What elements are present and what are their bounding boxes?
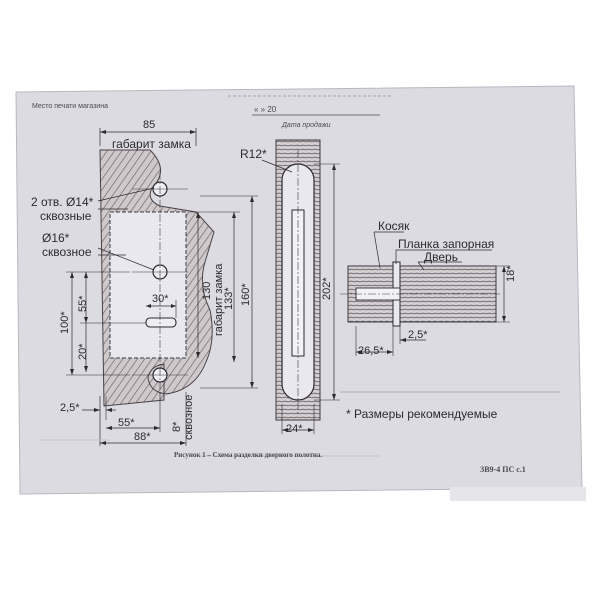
kosyak-label: Косяк <box>378 219 410 233</box>
dim-88: 88* <box>134 431 151 443</box>
lock-pocket <box>109 211 187 359</box>
page-strip <box>450 487 586 501</box>
handle-slot <box>145 317 177 328</box>
dim-18: 18* <box>505 265 517 282</box>
hole-2x14-label: 2 отв. Ø14* <box>31 195 94 209</box>
dim-55-vertical: 55* <box>77 295 89 312</box>
dim-24: 24* <box>286 423 303 435</box>
dim-160: 160* <box>240 283 252 306</box>
dver-label: Дверь <box>424 250 458 264</box>
sale-date-label: Дата продажи <box>282 122 331 129</box>
doc-code: ЗВ9-4 ПС с.1 <box>480 465 526 474</box>
skvoznoe-label: сквозное <box>42 245 92 259</box>
date-row: « » 20 <box>254 105 277 114</box>
dim-26-5: 26,5* <box>358 345 384 357</box>
dim-8: 8* <box>171 421 183 432</box>
hole-16-label: Ø16* <box>42 231 70 245</box>
dim-2-5-left: 2,5* <box>60 402 80 414</box>
figure-caption: Рисунок 1 – Схема разделки дверного поло… <box>174 451 323 459</box>
dim-85: 85 <box>143 119 156 131</box>
gabarit-zamka-label: габарит замка <box>112 137 191 151</box>
dim-130: 130 <box>201 281 213 300</box>
radius-r12: R12* <box>240 147 267 161</box>
skvoznye-label: сквозные <box>40 209 92 223</box>
dim-2-5-right: 2,5* <box>408 329 428 341</box>
planka-label: Планка запорная <box>398 237 495 251</box>
skvoznoe-vertical: сквозное <box>183 394 195 440</box>
dim-202: 202* <box>321 277 333 300</box>
dim-30: 30* <box>152 293 169 305</box>
dim-20: 20* <box>77 343 89 360</box>
dim-55-horizontal: 55* <box>118 417 135 429</box>
recommended-note: * Размеры рекомендуемые <box>346 407 498 421</box>
dim-100: 100* <box>59 311 71 334</box>
stamp-place-label: Место печати магазина <box>32 103 108 110</box>
dim-133: 133* <box>223 287 235 310</box>
